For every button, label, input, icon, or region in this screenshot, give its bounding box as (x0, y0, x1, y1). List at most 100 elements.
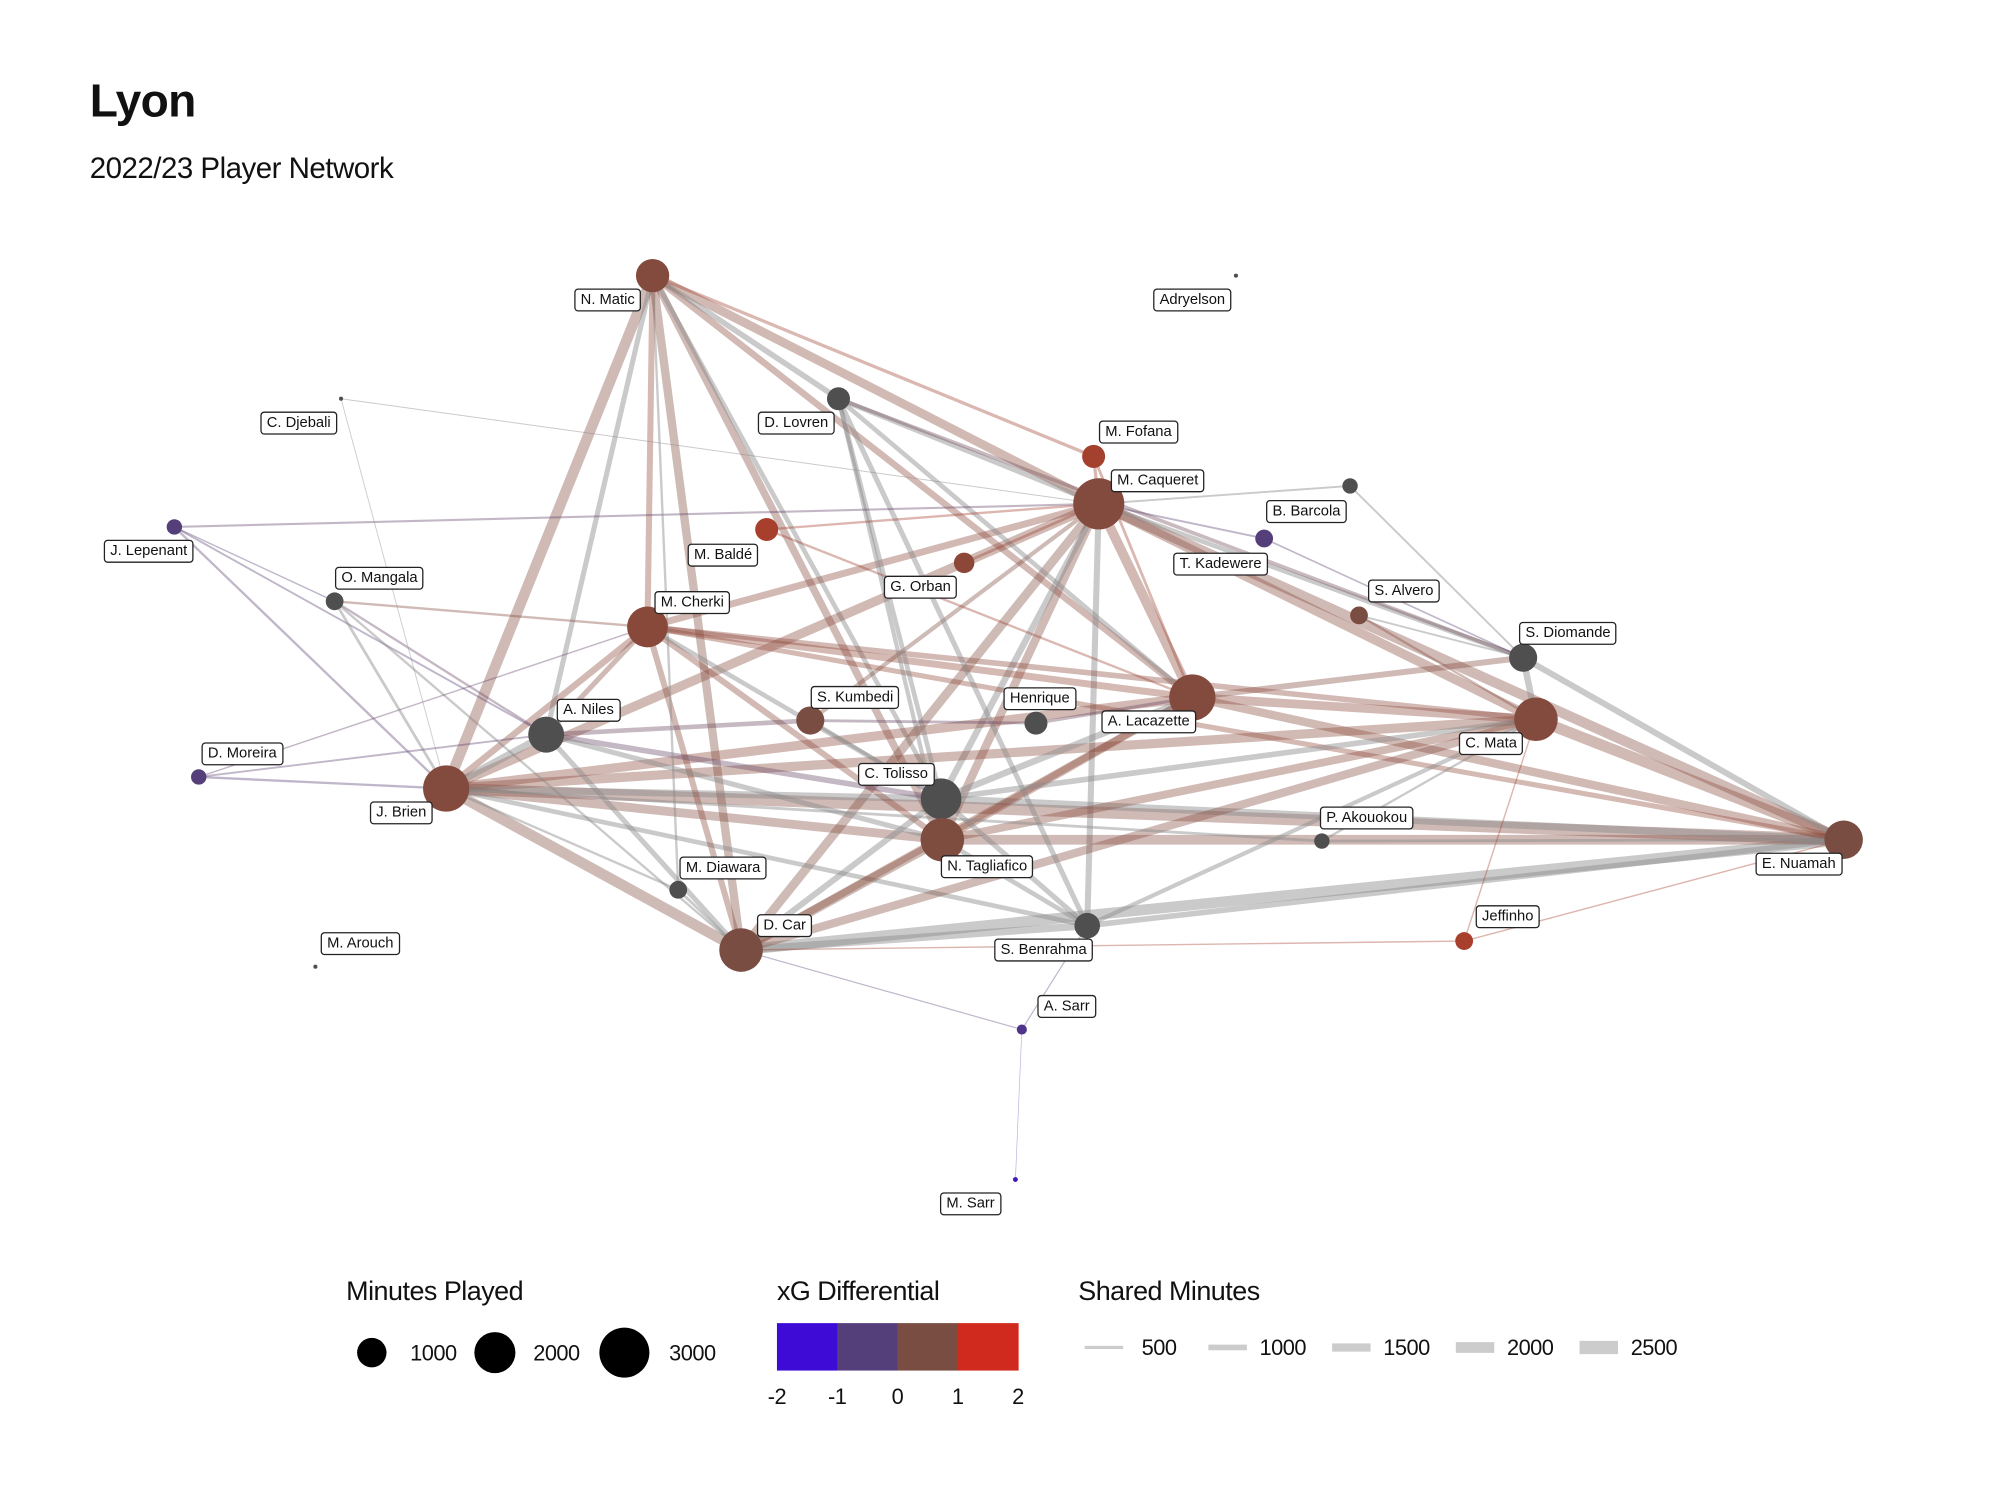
node-label: N. Tagliafico (940, 855, 1034, 879)
edge-n-matic-m-fofana (651, 274, 1095, 458)
node-label: D. Car (756, 914, 813, 938)
edge-o-mangala-j-brien (333, 600, 448, 790)
edge-henrique-a-lacazette (1035, 695, 1193, 725)
legend-width-title: Shared Minutes (1078, 1276, 1260, 1307)
legend-color-tick: -2 (767, 1384, 787, 1410)
edge-d-lovren-s-benrahma (836, 397, 1090, 927)
legend-size-label: 3000 (669, 1341, 716, 1366)
edge-m-caqueret-c-tolisso (938, 502, 1102, 801)
edge-m-diawara-n-matic (651, 275, 680, 890)
node-label: Henrique (1003, 687, 1077, 711)
edge-n-matic-m-cherki (644, 275, 656, 627)
edge-n-matic-a-lacazette (650, 273, 1195, 701)
edge-d-lovren-c-tolisso (836, 398, 944, 800)
edge-n-matic-d-lovren (651, 273, 841, 402)
edge-t-kadewere-m-caqueret (1098, 502, 1265, 540)
node-c-tolisso (920, 778, 962, 820)
node-n-matic (635, 259, 670, 293)
node-label: P. Akouokou (1319, 806, 1414, 830)
edge-a-sarr-d-car (740, 949, 1022, 1031)
node-b-barcola (1342, 478, 1358, 494)
node-label: A. Lacazette (1101, 710, 1197, 734)
legend-color-swatch (837, 1323, 899, 1371)
edge-m-caqueret-a-lacazette (1094, 501, 1197, 700)
edge-jeffinho-d-car (741, 940, 1465, 951)
legend-width-label: 1500 (1383, 1335, 1430, 1361)
edge-n-matic-j-brien (441, 273, 658, 791)
edge-m-caqueret-d-car (737, 501, 1103, 953)
edge-c-mata-c-tolisso (940, 716, 1537, 802)
node-label: S. Diomande (1518, 621, 1618, 645)
legend-color-tick: 1 (951, 1384, 964, 1410)
edge-d-car-c-mata (739, 715, 1538, 955)
node-j-brien (423, 765, 470, 812)
edge-m-diawara-j-brien (445, 787, 679, 891)
edge-j-lepenant-a-niles (173, 526, 547, 736)
node-p-akouokou (1314, 833, 1330, 849)
legend-width-label: 1000 (1259, 1335, 1307, 1361)
edge-e-nuamah-d-car (740, 834, 1845, 956)
edge-e-nuamah-c-mata (1533, 714, 1846, 845)
edge-d-moreira-j-brien (198, 775, 447, 790)
edge-j-brien-e-nuamah (445, 782, 1844, 846)
legend-width-label: 2500 (1630, 1335, 1678, 1361)
node-d-lovren (826, 387, 851, 411)
node-jeffinho (1455, 932, 1474, 950)
edge-m-cherki-n-tagliafico (645, 624, 945, 843)
edge-jeffinho-c-mata (1463, 719, 1537, 942)
node-label: J. Brien (369, 801, 433, 825)
chart-title: Lyon (89, 74, 197, 127)
edge-s-benrahma-n-tagliafico (941, 837, 1089, 928)
node-label: S. Alvero (1367, 579, 1440, 603)
edge-j-brien-m-cherki (444, 624, 650, 792)
node-label: Adryelson (1153, 288, 1232, 312)
edge-n-matic-a-niles (543, 275, 656, 736)
node-label: C. Tolisso (857, 762, 935, 786)
edge-m-caqueret-s-kumbedi (809, 502, 1101, 723)
edge-o-mangala-a-niles (333, 600, 547, 736)
node-henrique (1024, 711, 1048, 735)
edge-s-kumbedi-henrique (810, 719, 1036, 725)
legend-size-label: 1000 (410, 1341, 457, 1366)
legend-size-label: 2000 (533, 1341, 580, 1366)
node-s-alvero (1350, 606, 1368, 625)
legend-size-key (599, 1327, 650, 1378)
node-label: A. Sarr (1037, 994, 1097, 1018)
edge-a-niles-s-kumbedi (546, 718, 811, 737)
node-label: E. Nuamah (1755, 852, 1843, 876)
node-label: S. Benrahma (994, 938, 1094, 962)
node-d-moreira (191, 769, 207, 785)
edge-c-djebali-j-brien (340, 398, 447, 789)
edge-p-akouokou-j-brien (446, 787, 1322, 843)
edge-j-brien-a-lacazette (445, 692, 1193, 794)
node-label: M. Fofana (1098, 420, 1179, 444)
node-m-sarr (1012, 1177, 1018, 1182)
edge-o-mangala-m-cherki (334, 600, 648, 629)
edge-d-moreira-a-niles (198, 733, 547, 778)
edge-j-brien-c-mata (445, 714, 1537, 794)
edge-m-caqueret-c-mata (1096, 499, 1539, 724)
node-label: B. Barcola (1266, 500, 1347, 524)
legend-size-title: Minutes Played (346, 1276, 524, 1307)
legend-size-key (357, 1337, 387, 1368)
node-label: M. Arouch (320, 932, 400, 956)
edge-a-lacazette-m-cherki (647, 623, 1193, 701)
edge-a-niles-n-tagliafico (545, 732, 944, 843)
legend-width-label: 500 (1141, 1335, 1177, 1361)
edge-j-lepenant-m-caqueret (174, 502, 1099, 529)
node-d-car (719, 928, 763, 972)
node-s-kumbedi (796, 706, 825, 735)
edge-e-nuamah-m-cherki (647, 624, 1845, 843)
legend-color-tick: -1 (828, 1384, 847, 1410)
node-label: S. Kumbedi (810, 685, 900, 710)
legend-size-key (474, 1332, 516, 1374)
node-m-fofana (1082, 444, 1106, 468)
edge-c-mata-n-tagliafico (941, 715, 1537, 844)
edge-a-niles-c-tolisso (545, 731, 942, 802)
node-m-bald- (755, 517, 779, 542)
edge-s-alvero-c-mata (1358, 614, 1537, 721)
node-n-tagliafico (920, 817, 965, 862)
edge-d-car-a-lacazette (739, 694, 1195, 954)
node-o-mangala (325, 592, 344, 611)
edge-n-matic-m-caqueret (650, 271, 1101, 508)
